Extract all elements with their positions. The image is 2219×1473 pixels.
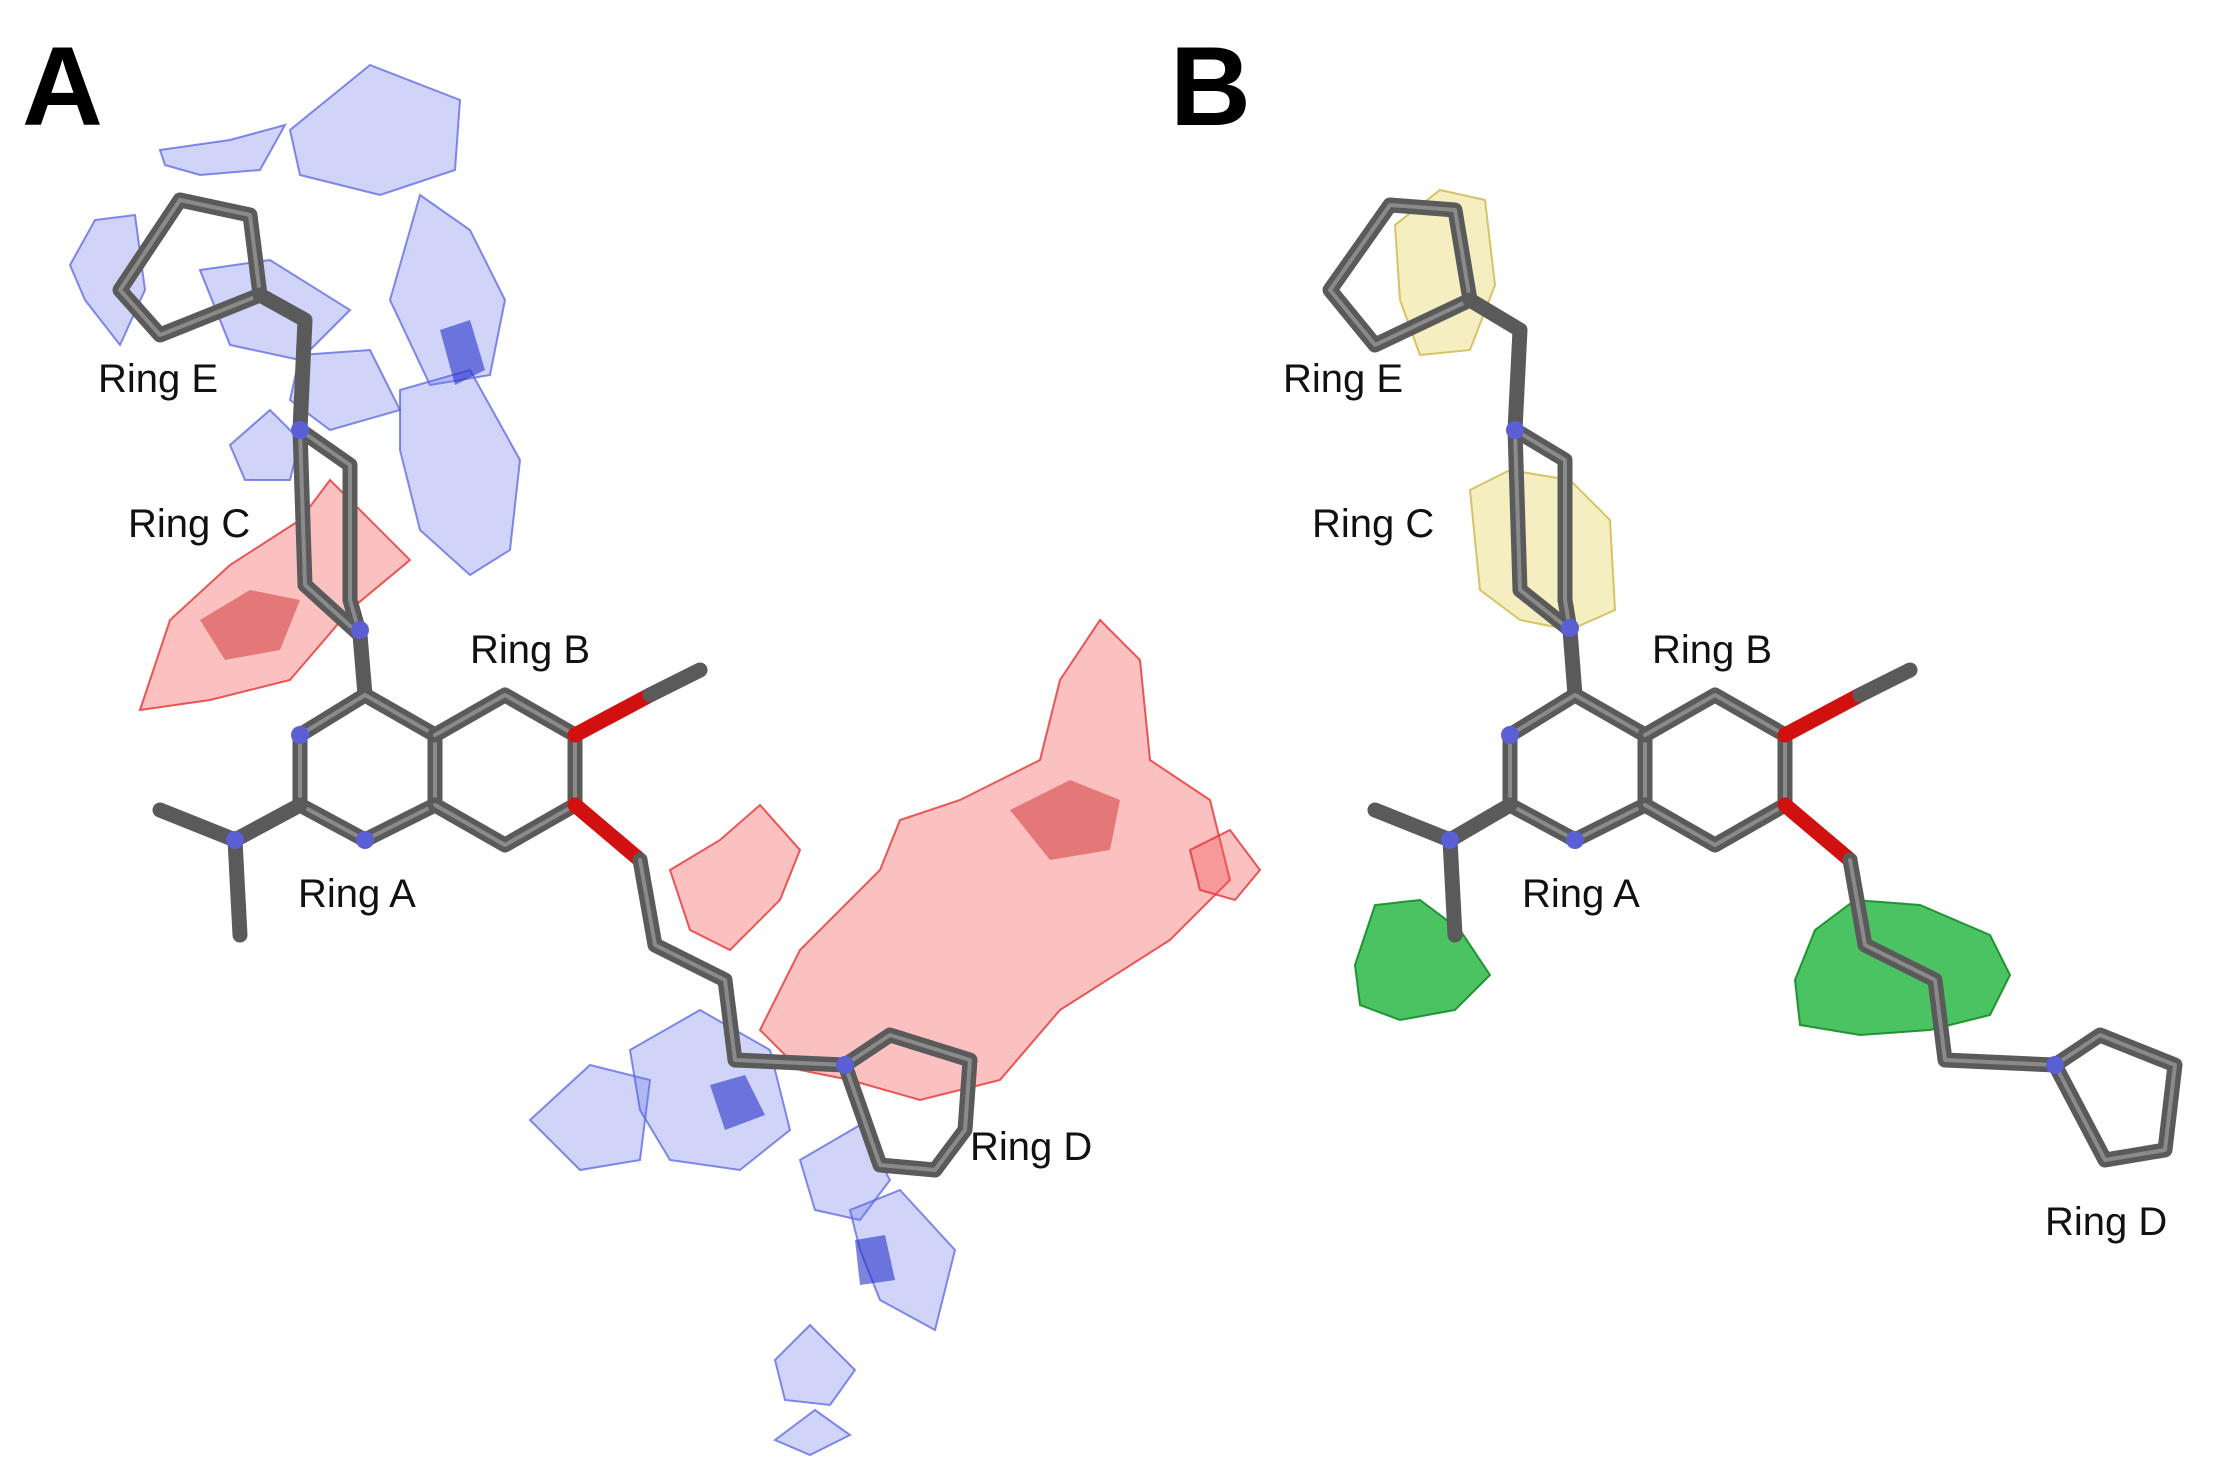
panel-b: B [1170,24,2183,1244]
ring-d-nitrogen [836,1056,854,1074]
panel-a-label-ring-d: Ring D [970,1125,1092,1169]
ring-b-highlight-b [1643,693,1787,847]
dimethylamine-bond-2 [227,832,248,943]
propoxy-chain-highlight [638,858,847,1067]
methoxy-oxygen-bond [567,687,658,743]
panel-a-label-ring-b: Ring B [470,628,590,672]
blue-contour-top [288,63,462,197]
methoxy-methyl-bond [642,662,708,703]
ring-a-nitrogen-1-b [1501,726,1519,744]
ring-d-highlight-b [2053,1033,2177,1162]
red-contour-ring-d [758,618,1232,1102]
ring-d-highlight [843,1033,972,1172]
panel-a-blue-contours [68,63,957,1457]
blue-contour-bottom-tip [773,1408,852,1457]
blue-contour-top-left [158,123,288,177]
amine-nitrogen [226,831,244,849]
propoxy-oxygen-bond [567,797,648,868]
panel-a-letter: A [22,24,103,149]
ring-d-nitrogen-b [2046,1056,2064,1074]
ring-e-highlight-b [1328,203,1472,347]
panel-a-label-ring-e: Ring E [98,357,218,401]
blue-contour-ring-c [228,408,302,481]
blue-contour-column-bottom [399,368,522,577]
methoxy-oxygen-bond-b [1777,687,1868,743]
dimethylamine-bond-2-b [1442,832,1463,943]
ring-c-nitrogen-top [291,421,309,439]
panel-b-yellow-contours [1393,188,1617,632]
panel-b-label-ring-a: Ring A [1522,872,1640,916]
ring-a-bonds-b [1502,687,1653,848]
ring-c-highlight [298,428,362,637]
red-contour-ring-d-core [1010,780,1120,860]
blue-contour-bottom [773,1323,857,1407]
blue-contour-lower-core [855,1235,895,1285]
linker-c-a [352,627,373,703]
linker-e-c [252,287,313,438]
propoxy-chain-highlight-b [1848,858,2057,1067]
ring-c-nitrogen-bottom-b [1561,619,1579,637]
ring-a-nitrogen-1 [291,726,309,744]
panel-b-label-ring-c: Ring C [1312,502,1434,546]
ring-a-nitrogen-2 [356,831,374,849]
panel-b-label-ring-e: Ring E [1283,357,1403,401]
red-contour-chain [668,803,802,952]
red-contour-ring-d-tip [1188,828,1262,902]
ring-a-nitrogen-2-b [1566,831,1584,849]
panel-b-molecule [1322,197,2183,1168]
ring-c-nitrogen-bottom [351,621,369,639]
ring-c-highlight-b [1513,428,1572,632]
ring-a-bonds [292,687,443,848]
ring-b-bonds [427,687,583,853]
ring-c-nitrogen-top-b [1506,421,1524,439]
panel-b-label-ring-d: Ring D [2045,1200,2167,1244]
blue-contour-ring-d-left [528,1063,652,1172]
green-contour-ring-a [1353,898,1492,1022]
yellow-contour-ring-e [1393,188,1497,357]
blue-contour-left [68,213,147,347]
panel-a-molecule [112,192,978,1178]
ring-e-highlight [118,198,262,337]
blue-contour-ring-e-lower [288,348,402,432]
yellow-contour-ring-c [1468,468,1617,632]
linker-c-a-b [1562,622,1583,703]
panel-a: A [22,24,1262,1457]
panel-b-label-ring-b: Ring B [1652,628,1772,672]
blue-contour-ring-d-mid [628,1008,792,1172]
linker-e-c-b [1462,292,1528,438]
panel-a-label-ring-c: Ring C [128,502,250,546]
blue-contour-ring-d-core [710,1075,765,1130]
blue-contour-column-core [440,320,485,385]
panel-a-label-ring-a: Ring A [298,872,416,916]
blue-contour-column-top [388,193,507,387]
methoxy-methyl-bond-b [1852,662,1918,703]
red-contour-ring-c-core [200,590,300,660]
dimethylamine-bond-1-b [1367,797,1518,848]
ring-b-bonds-b [1637,687,1793,853]
panel-b-letter: B [1170,24,1251,149]
propoxy-oxygen-bond-b [1777,797,1858,868]
ring-b-highlight [433,693,577,847]
amine-nitrogen-b [1441,831,1459,849]
